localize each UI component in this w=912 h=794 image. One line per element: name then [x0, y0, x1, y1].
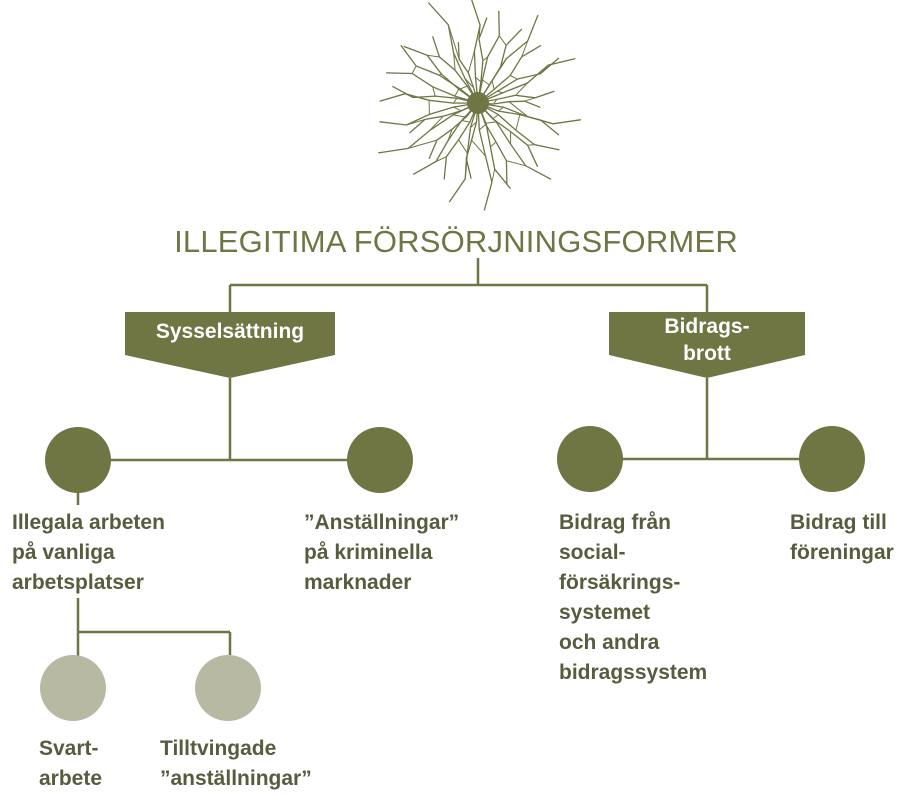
label-forced-employment: Tilltvingade ”anställningar”	[160, 734, 312, 794]
label-black-work: Svart- arbete	[39, 734, 102, 794]
crack-ring	[412, 66, 416, 74]
node-black-work	[40, 655, 106, 721]
crack-line	[478, 11, 499, 103]
crack-line	[410, 103, 478, 133]
crack-ring	[453, 115, 466, 117]
crack-ring	[516, 115, 520, 131]
label-social-insurance: Bidrag från social- försäkrings- systeme…	[559, 508, 707, 688]
crack-ring	[541, 65, 549, 74]
crack-ring	[459, 86, 467, 89]
crack-line	[478, 103, 580, 124]
banner-label-bidragsbrott: Bidrags- brott	[609, 313, 805, 367]
crack-ring	[493, 115, 499, 119]
diagram-title: ILLEGITIMA FÖRSÖRJNINGSFORMER	[0, 224, 912, 260]
crack-ring	[499, 36, 506, 46]
label-illegal-work: Illegala arbeten på vanliga arbetsplatse…	[12, 508, 165, 598]
crack-ring	[454, 98, 457, 103]
crack-ring	[468, 51, 474, 73]
node-social-insurance	[557, 426, 623, 492]
label-criminal-markets: ”Anställningar” på kriminella marknader	[304, 508, 459, 598]
crack-line	[478, 103, 492, 210]
banner-label-sysselsattning: Sysselsättning	[125, 318, 335, 345]
crack-ring	[492, 169, 495, 182]
crack-line	[478, 58, 559, 103]
node-forced-employment	[195, 655, 261, 721]
node-criminal-markets	[347, 427, 413, 493]
node-illegal-work	[45, 427, 111, 493]
crack-ring	[492, 81, 494, 90]
crack-ring	[510, 76, 517, 80]
crack-line	[478, 46, 541, 103]
crack-ring	[528, 145, 535, 146]
crack-ring	[439, 74, 442, 75]
node-associations	[799, 426, 865, 492]
crack-ring	[453, 107, 461, 111]
crack-ring	[479, 124, 486, 130]
crack-ring	[490, 142, 496, 147]
label-associations: Bidrag till föreningar	[790, 508, 894, 568]
crack-ring	[498, 107, 504, 111]
crack-ring	[525, 98, 536, 101]
crack-ring	[482, 80, 489, 85]
crack-ring	[485, 122, 496, 123]
crack-ring	[455, 88, 459, 96]
crack-ring	[465, 158, 466, 179]
crack-ring	[459, 140, 468, 154]
shattered-glass-icon	[379, 0, 581, 210]
crack-ring	[498, 91, 503, 93]
crack-ring	[462, 121, 470, 123]
